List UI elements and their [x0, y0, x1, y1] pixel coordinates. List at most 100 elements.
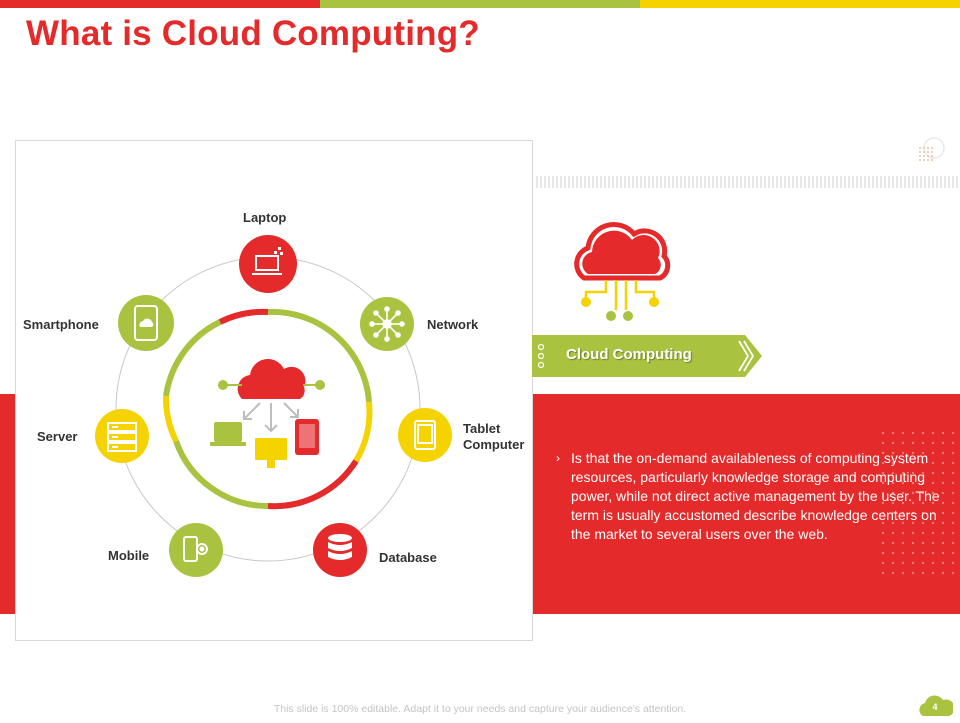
grid-dot — [951, 521, 955, 525]
grid-dot — [881, 431, 885, 435]
grid-dot — [931, 431, 935, 435]
label-smartphone: Smartphone — [23, 317, 99, 332]
grid-dot — [911, 531, 915, 535]
grid-dot — [911, 511, 915, 515]
grid-dot — [891, 461, 895, 465]
grid-dot — [921, 571, 925, 575]
grid-dot — [891, 571, 895, 575]
smartphone-cloud-icon — [134, 305, 158, 341]
grid-dot — [921, 551, 925, 555]
cloud-badge-icon — [919, 695, 955, 716]
grid-dot — [951, 511, 955, 515]
grid-dot — [931, 491, 935, 495]
top-accent-bar — [0, 0, 960, 8]
grid-dot — [931, 511, 935, 515]
grid-dot — [931, 541, 935, 545]
grid-dot — [941, 531, 945, 535]
definition-text-block: › Is that the on-demand availableness of… — [556, 449, 951, 544]
grid-dot — [891, 481, 895, 485]
grid-dot — [921, 511, 925, 515]
grid-dot — [891, 521, 895, 525]
grid-dot — [941, 501, 945, 505]
grid-dot — [881, 571, 885, 575]
decor-tick-strip — [536, 176, 958, 188]
cloud-circuit-icon — [574, 222, 671, 321]
cloud-computing-heading: Cloud Computing — [566, 346, 692, 363]
grid-dot — [931, 551, 935, 555]
grid-dot — [881, 551, 885, 555]
grid-dot — [911, 441, 915, 445]
grid-dot — [941, 441, 945, 445]
grid-dot — [941, 491, 945, 495]
grid-dot — [931, 561, 935, 565]
label-mobile: Mobile — [108, 548, 150, 563]
grid-dot — [941, 561, 945, 565]
grid-dot — [951, 501, 955, 505]
slide-title: What is Cloud Computing? — [26, 14, 480, 53]
database-icon — [328, 534, 352, 560]
grid-dot — [901, 541, 905, 545]
grid-dot — [931, 521, 935, 525]
node-network — [360, 297, 414, 351]
grid-dot — [911, 541, 915, 545]
grid-dot — [921, 471, 925, 475]
network-icon — [369, 306, 405, 342]
grid-dot — [901, 531, 905, 535]
grid-dot — [931, 481, 935, 485]
accent-green — [320, 0, 640, 8]
label-server: Server — [37, 429, 78, 444]
grid-dot — [941, 471, 945, 475]
grid-dot — [881, 481, 885, 485]
grid-dot — [941, 461, 945, 465]
grid-dot — [921, 481, 925, 485]
grid-dot — [921, 491, 925, 495]
grid-dot — [891, 561, 895, 565]
grid-dot — [911, 561, 915, 565]
grid-dot — [951, 551, 955, 555]
grid-dot — [881, 501, 885, 505]
grid-dot — [891, 451, 895, 455]
cloud-computing-tag — [532, 335, 762, 377]
grid-dot — [901, 441, 905, 445]
grid-dot — [891, 501, 895, 505]
grid-dot — [931, 531, 935, 535]
label-computer: Computer — [463, 437, 525, 452]
grid-dot — [931, 441, 935, 445]
grid-dot — [881, 531, 885, 535]
grid-dot — [911, 491, 915, 495]
grid-dot — [921, 521, 925, 525]
grid-dot — [901, 511, 905, 515]
devices-diagram — [95, 235, 452, 577]
label-laptop: Laptop — [243, 210, 287, 225]
grid-dot — [951, 461, 955, 465]
accent-red — [0, 0, 320, 8]
grid-dot — [881, 561, 885, 565]
node-database — [313, 523, 367, 577]
grid-dot — [901, 451, 905, 455]
decor-dot-grid — [881, 431, 955, 575]
grid-dot — [931, 501, 935, 505]
grid-dot — [891, 471, 895, 475]
grid-dot — [891, 531, 895, 535]
grid-dot — [911, 481, 915, 485]
laptop-icon — [252, 247, 283, 275]
grid-dot — [951, 531, 955, 535]
tablet-icon — [414, 420, 436, 450]
grid-dot — [881, 451, 885, 455]
grid-dot — [881, 521, 885, 525]
grid-dot — [941, 451, 945, 455]
footer-note: This slide is 100% editable. Adapt it to… — [273, 703, 687, 715]
grid-dot — [951, 431, 955, 435]
grid-dot — [891, 441, 895, 445]
grid-dot — [911, 471, 915, 475]
node-smartphone — [118, 295, 174, 351]
grid-dot — [921, 431, 925, 435]
grid-dot — [901, 481, 905, 485]
grid-dot — [951, 441, 955, 445]
grid-dot — [901, 521, 905, 525]
grid-dot — [941, 511, 945, 515]
grid-dot — [931, 571, 935, 575]
inner-ring — [162, 308, 373, 510]
definition-text: Is that the on-demand availableness of c… — [571, 450, 940, 542]
grid-dot — [921, 451, 925, 455]
